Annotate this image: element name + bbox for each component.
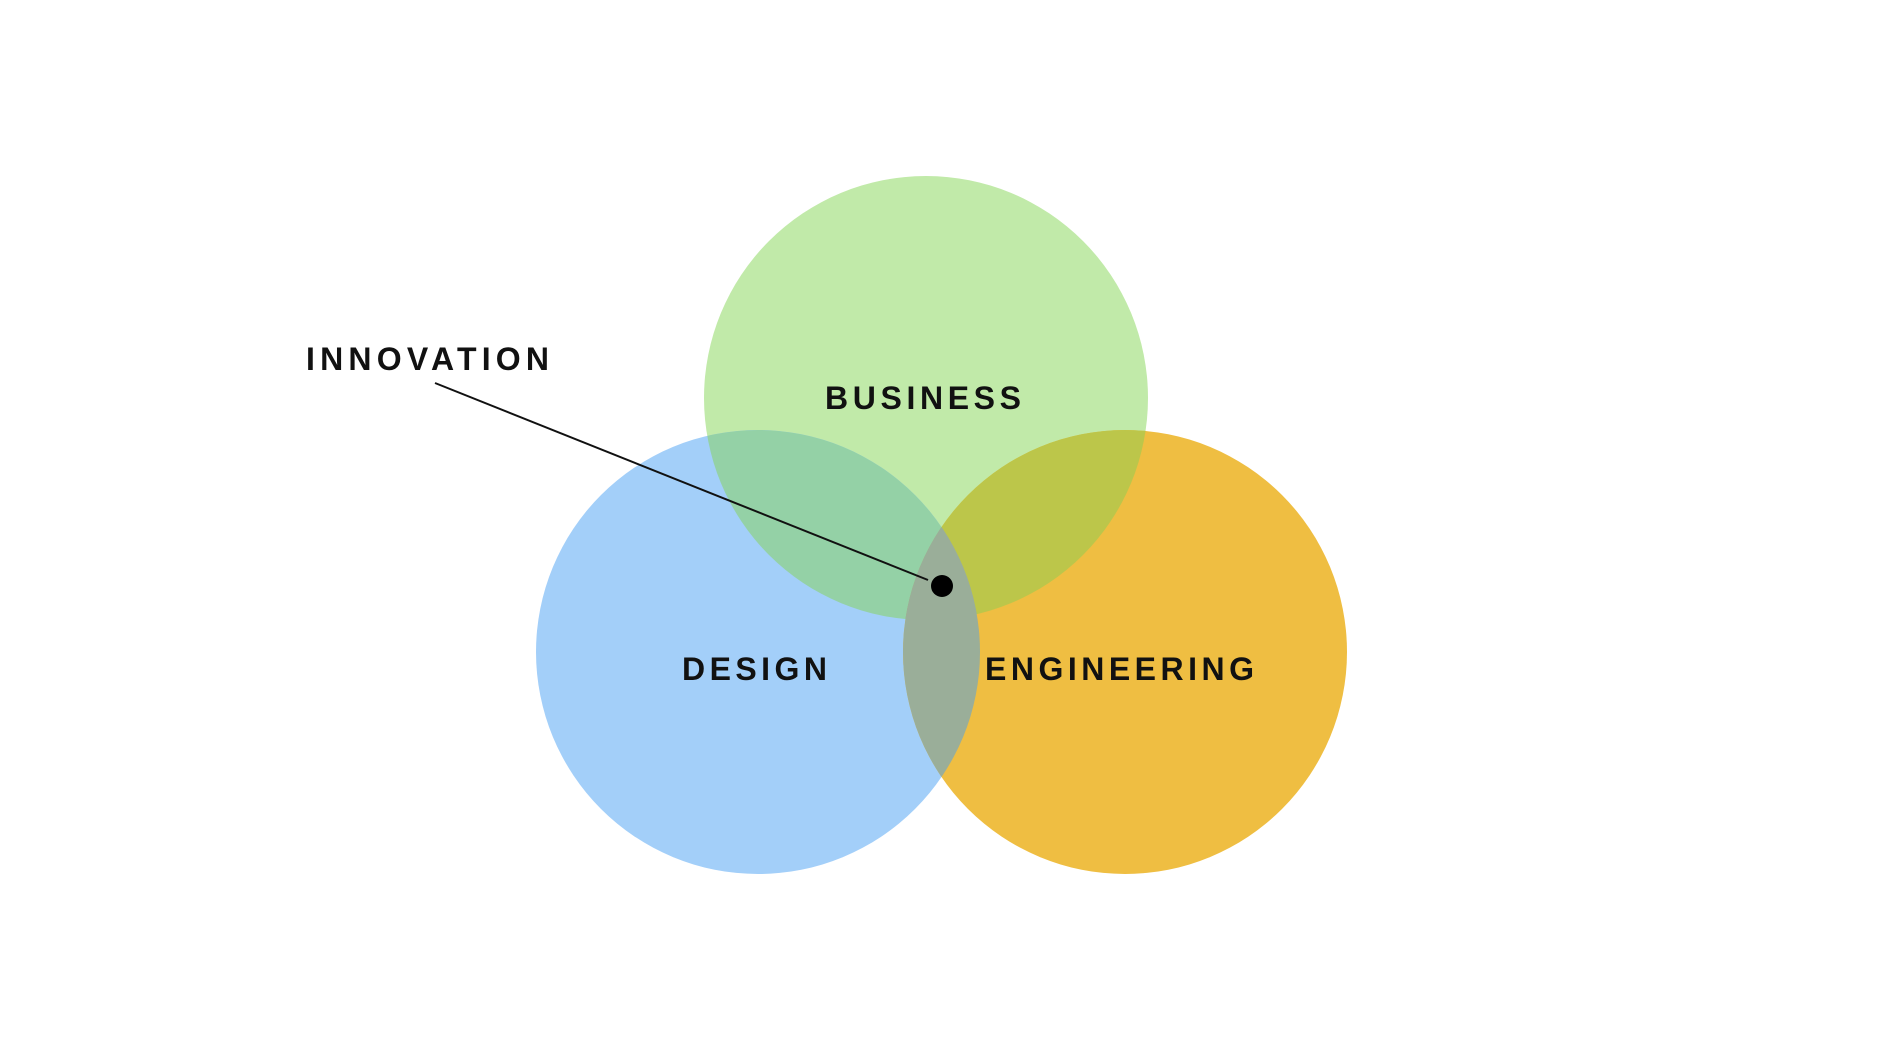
business-engineering-overlap	[903, 430, 1148, 620]
innovation-label: INNOVATION	[306, 341, 549, 377]
innovation-dot	[931, 575, 953, 597]
business-design-overlap	[704, 430, 980, 620]
business-label: BUSINESS	[825, 380, 1021, 416]
design-label: DESIGN	[682, 651, 827, 687]
engineering-label: ENGINEERING	[985, 651, 1254, 687]
callout-line	[434, 382, 929, 581]
